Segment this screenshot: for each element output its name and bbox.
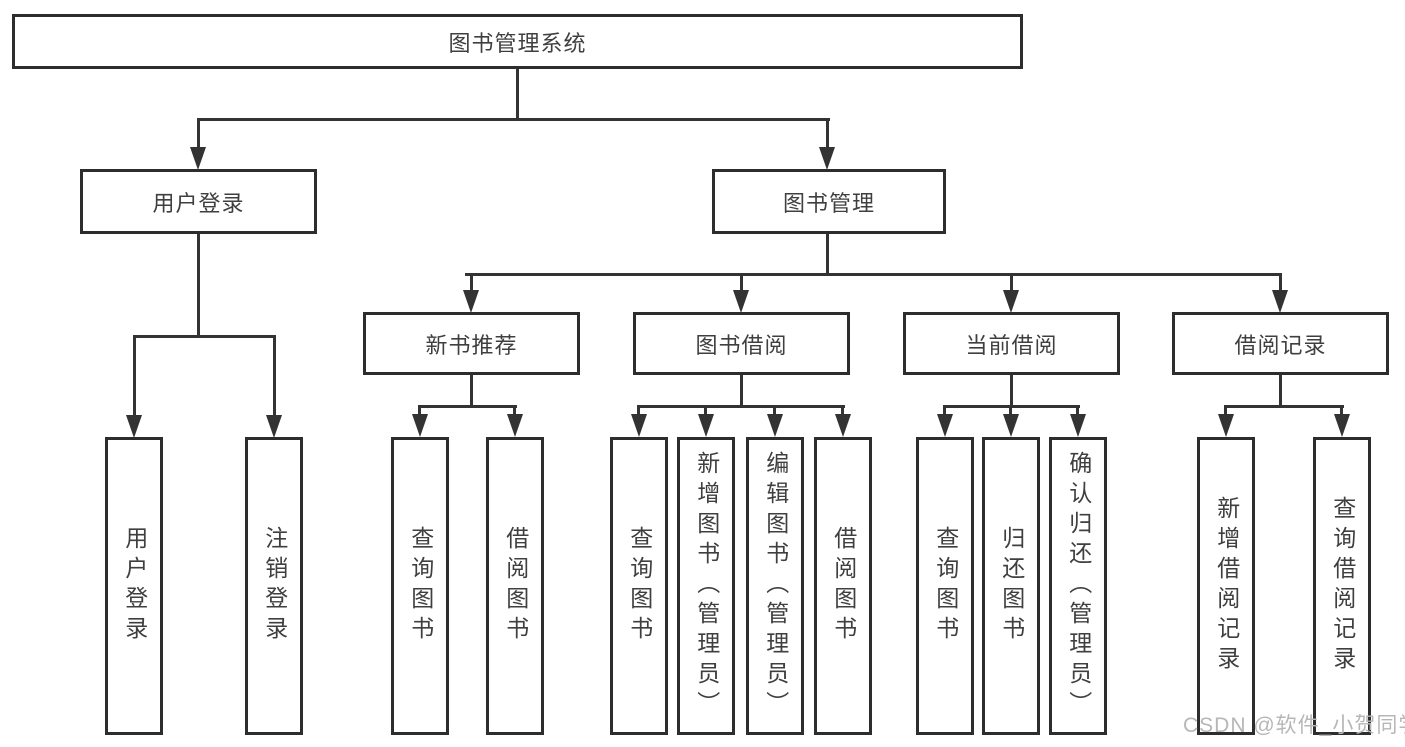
connector-drop bbox=[1076, 405, 1079, 417]
arrowhead-down-icon bbox=[733, 290, 749, 313]
connector-drop bbox=[513, 405, 516, 417]
connector-stem-book-management bbox=[826, 234, 829, 275]
connector-stem-book-borrowing bbox=[740, 375, 743, 407]
node-label: 图书管理 bbox=[782, 190, 875, 216]
node-label: 查询图书 bbox=[407, 526, 434, 646]
leaf-return-book: 归还图书 bbox=[982, 437, 1040, 735]
node-label: 借阅图书 bbox=[830, 526, 857, 646]
leaf-add-book-admin: 新增图书（管理员） bbox=[677, 437, 735, 735]
connector-drop bbox=[1009, 405, 1012, 417]
connector-bar-book-management bbox=[465, 273, 1282, 276]
arrowhead-down-icon bbox=[1070, 414, 1086, 437]
node-label: 当前借阅 bbox=[965, 332, 1058, 358]
node-label: 查询图书 bbox=[626, 526, 653, 646]
connector-drop bbox=[704, 405, 707, 417]
connector-bar-root bbox=[197, 118, 830, 121]
arrowhead-down-icon bbox=[1003, 290, 1019, 313]
connector-drop bbox=[826, 118, 829, 150]
arrowhead-down-icon bbox=[767, 414, 783, 437]
connector-drop bbox=[1279, 273, 1282, 293]
leaf-query-books-recommend: 查询图书 bbox=[391, 437, 449, 735]
node-book-borrowing: 图书借阅 bbox=[633, 312, 850, 375]
connector-drop bbox=[943, 405, 946, 417]
node-label: 归还图书 bbox=[998, 526, 1025, 646]
node-label: 查询图书 bbox=[932, 526, 959, 646]
node-library-management-system: 图书管理系统 bbox=[12, 14, 1023, 69]
node-label: 图书借阅 bbox=[695, 332, 788, 358]
node-label: 新增借阅记录 bbox=[1213, 496, 1240, 676]
connector-drop bbox=[773, 405, 776, 417]
leaf-user-login: 用户登录 bbox=[105, 437, 163, 735]
connector-drop bbox=[1340, 405, 1343, 417]
arrowhead-down-icon bbox=[631, 414, 647, 437]
connector-drop bbox=[841, 405, 844, 417]
node-label: 借阅记录 bbox=[1234, 332, 1327, 358]
connector-stem-new-book bbox=[470, 375, 473, 407]
node-current-borrowing: 当前借阅 bbox=[903, 312, 1120, 375]
leaf-edit-book-admin: 编辑图书（管理员） bbox=[746, 437, 804, 735]
connector-drop bbox=[418, 405, 421, 417]
node-label: 用户登录 bbox=[152, 190, 245, 216]
connector-drop bbox=[1224, 405, 1227, 417]
node-label: 编辑图书（管理员） bbox=[762, 451, 789, 721]
arrowhead-down-icon bbox=[835, 414, 851, 437]
node-label: 新书推荐 bbox=[425, 332, 518, 358]
leaf-query-books-current: 查询图书 bbox=[916, 437, 974, 735]
node-borrowing-records: 借阅记录 bbox=[1172, 312, 1389, 375]
leaf-query-books-borrowing: 查询图书 bbox=[610, 437, 668, 735]
connector-drop bbox=[197, 118, 200, 150]
arrowhead-down-icon bbox=[819, 147, 835, 170]
arrowhead-down-icon bbox=[1334, 414, 1350, 437]
leaf-logout: 注销登录 bbox=[245, 437, 303, 735]
arrowhead-down-icon bbox=[412, 414, 428, 437]
connector-bar-new-book bbox=[418, 405, 517, 408]
arrowhead-down-icon bbox=[126, 415, 142, 438]
connector-drop bbox=[1010, 273, 1013, 293]
arrowhead-down-icon bbox=[507, 414, 523, 437]
connector-drop bbox=[740, 273, 743, 293]
connector-bar-book-borrowing bbox=[637, 405, 845, 408]
leaf-add-borrow-record: 新增借阅记录 bbox=[1197, 437, 1255, 735]
node-label: 图书管理系统 bbox=[448, 30, 587, 56]
arrowhead-down-icon bbox=[1003, 414, 1019, 437]
watermark: CSDN @软件_小贺同学 bbox=[1183, 714, 1405, 737]
node-label: 查询借阅记录 bbox=[1329, 496, 1356, 676]
connector-drop bbox=[637, 405, 640, 417]
connector-drop bbox=[273, 335, 276, 417]
arrowhead-down-icon bbox=[698, 414, 714, 437]
arrowhead-down-icon bbox=[937, 414, 953, 437]
node-label: 注销登录 bbox=[261, 526, 288, 646]
leaf-confirm-return-admin: 确认归还（管理员） bbox=[1049, 437, 1107, 735]
arrowhead-down-icon bbox=[1218, 414, 1234, 437]
node-book-management: 图书管理 bbox=[712, 169, 946, 234]
node-label: 用户登录 bbox=[121, 526, 148, 646]
connector-bar-borrowing-records bbox=[1224, 405, 1344, 408]
arrowhead-down-icon bbox=[266, 415, 282, 438]
node-user-login: 用户登录 bbox=[80, 169, 317, 234]
connector-bar-user-login bbox=[133, 335, 276, 338]
arrowhead-down-icon bbox=[190, 147, 206, 170]
connector-stem-borrowing-records bbox=[1279, 375, 1282, 407]
connector-stem-current-borrowing bbox=[1010, 375, 1013, 407]
leaf-borrow-books-recommend: 借阅图书 bbox=[486, 437, 544, 735]
node-label: 确认归还（管理员） bbox=[1065, 451, 1092, 721]
arrowhead-down-icon bbox=[1272, 290, 1288, 313]
connector-drop bbox=[470, 273, 473, 293]
leaf-query-borrow-record: 查询借阅记录 bbox=[1313, 437, 1371, 735]
node-new-book-recommendation: 新书推荐 bbox=[363, 312, 580, 375]
connector-drop bbox=[133, 335, 136, 417]
node-label: 新增图书（管理员） bbox=[693, 451, 720, 721]
connector-stem-root bbox=[516, 69, 519, 120]
arrowhead-down-icon bbox=[463, 290, 479, 313]
leaf-borrow-books-borrowing: 借阅图书 bbox=[814, 437, 872, 735]
node-label: 借阅图书 bbox=[502, 526, 529, 646]
connector-stem-user-login bbox=[197, 234, 200, 337]
